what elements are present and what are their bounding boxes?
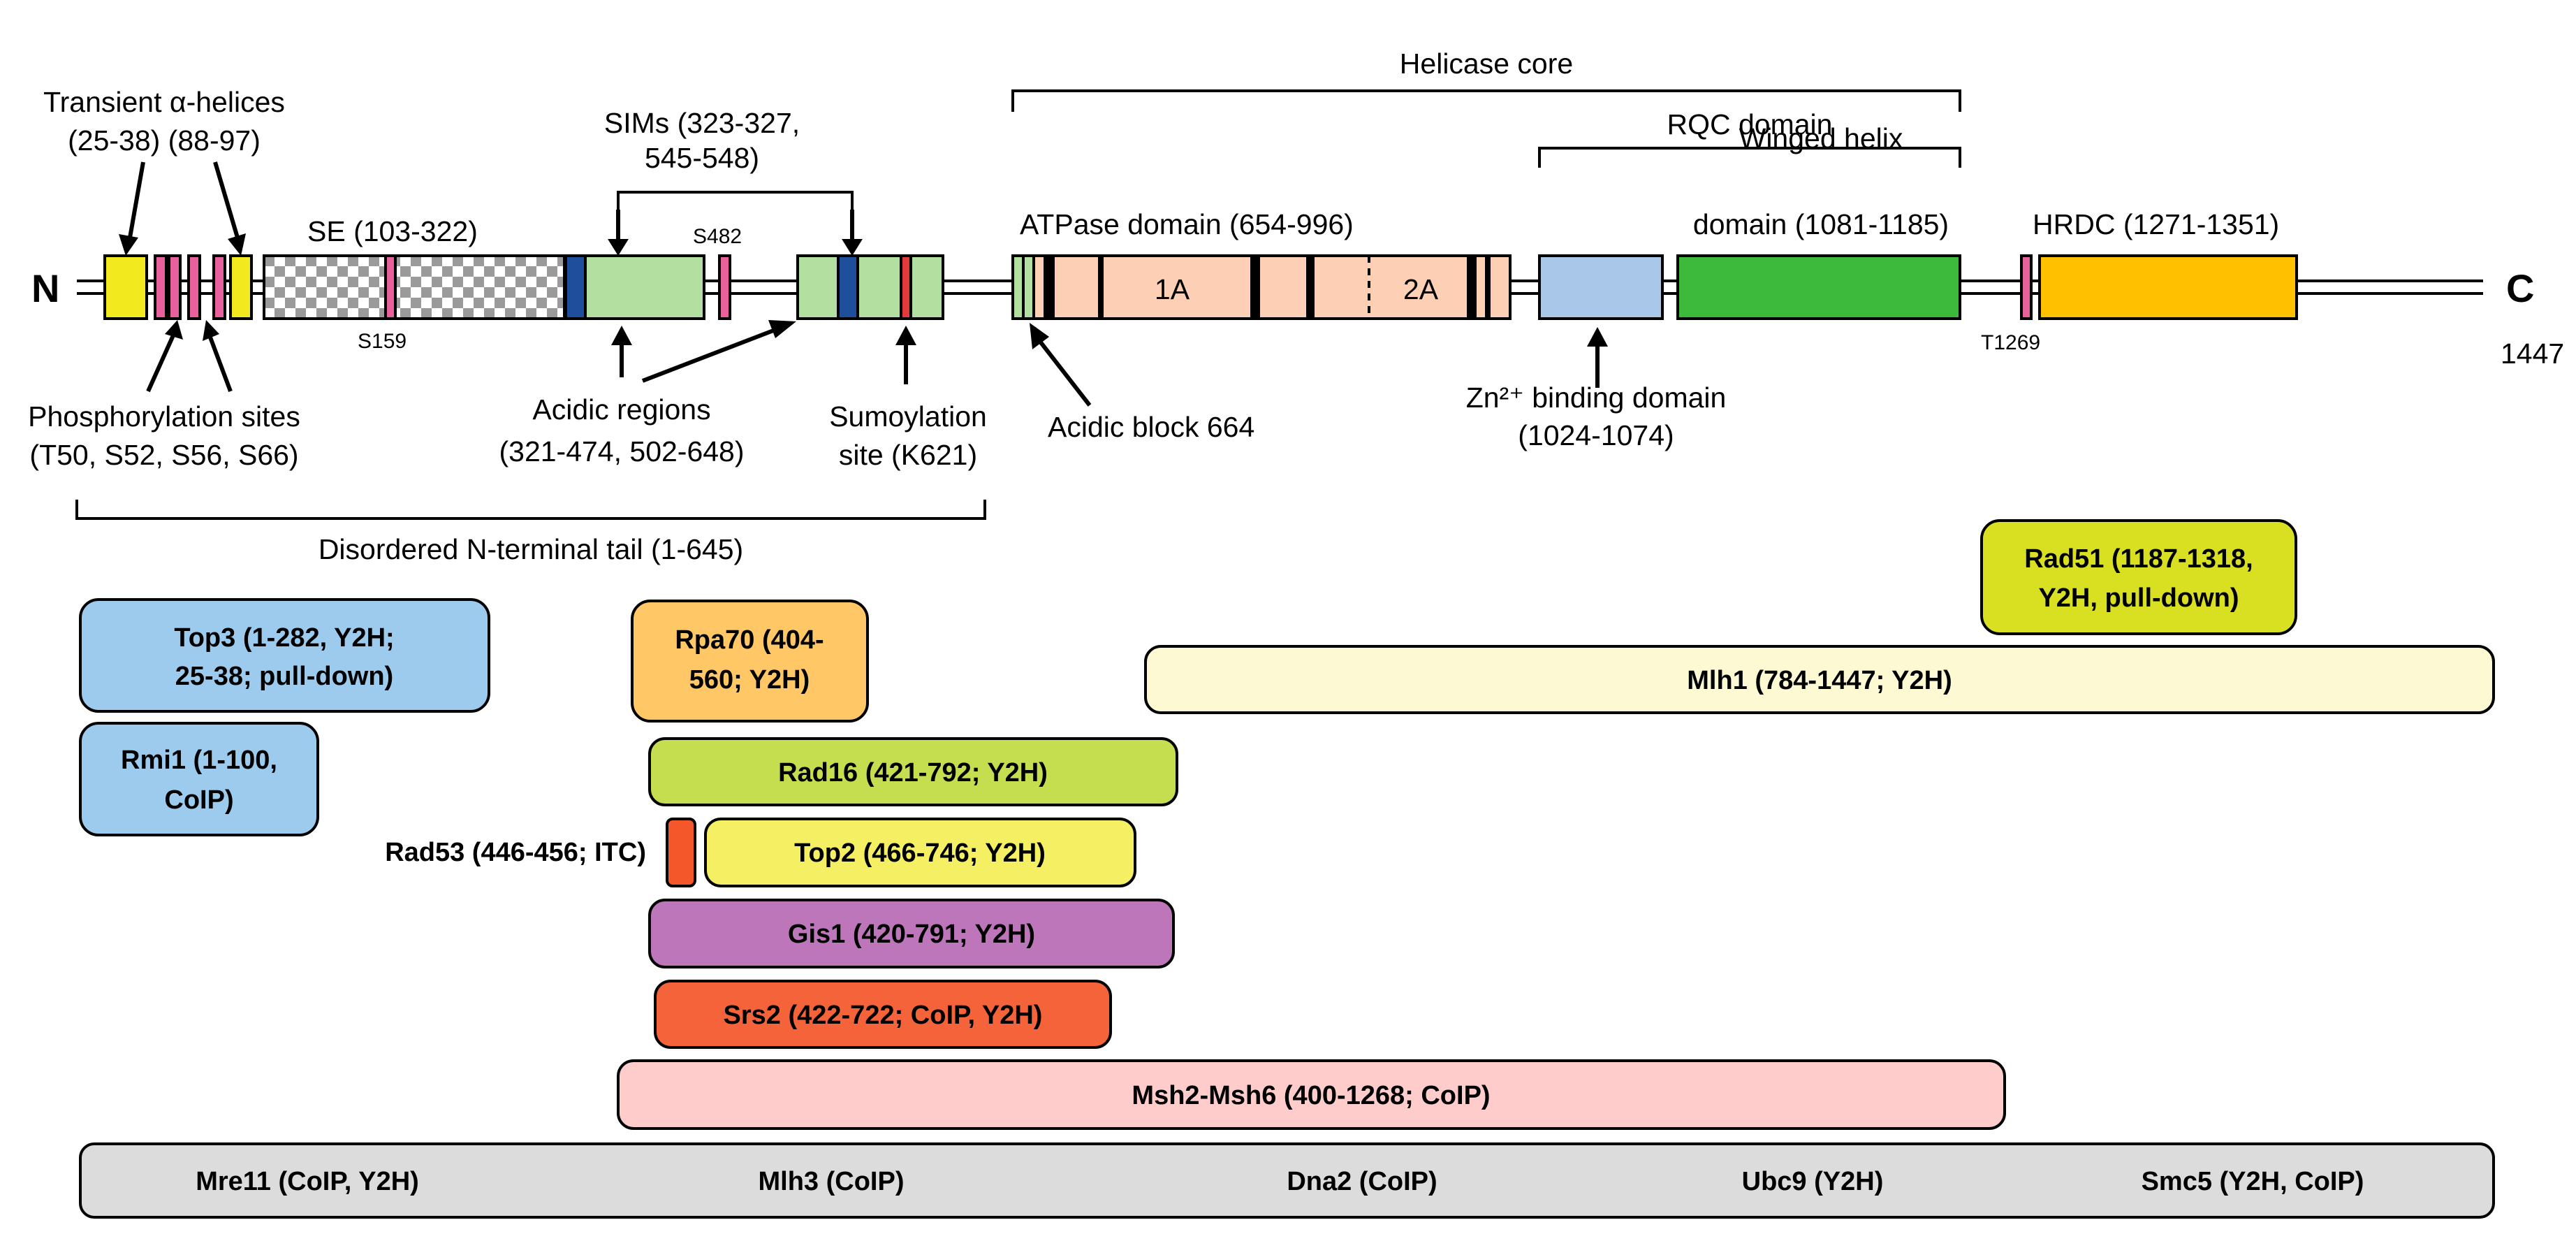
s159-label: S159 [358,330,407,353]
bottom-item-ubc9: Ubc9 (Y2H) [1742,1167,1884,1196]
helices-label-line1: Transient α-helices [43,86,285,118]
sumo-label-line2: site (K621) [839,439,977,471]
rqc-domain-bracket [1538,147,1961,168]
disordered-tail-bracket [75,500,986,520]
gis1-label: Gis1 (420-791; Y2H) [788,920,1035,949]
top3-label-line1: Top3 (1-282, Y2H; [174,623,394,653]
phospho-site-s56 [187,254,201,320]
s482-label: S482 [693,225,742,248]
phospho-site-s159 [384,254,397,320]
interactor-gis1: Gis1 (420-791; Y2H) [648,899,1175,968]
interactor-rad16: Rad16 (421-792; Y2H) [648,737,1178,806]
acidic-label-line2: (321-474, 502-648) [499,435,744,467]
interactor-srs2: Srs2 (422-722; CoIP, Y2H) [654,980,1112,1049]
sim-2 [837,254,859,320]
hrdc-domain [2038,254,2298,320]
rad51-label-line2: Y2H, pull-down) [2038,583,2239,613]
zinc-binding-domain [1538,254,1664,320]
sumo-label-line1: Sumoylation [829,400,987,433]
interactor-mlh1: Mlh1 (784-1447; Y2H) [1144,645,2495,714]
c-terminus-label: C [2506,266,2534,310]
rmi1-label-line1: Rmi1 (1-100, [121,746,277,775]
zinc-arrow [1587,327,1608,388]
sims-label-line2: 545-548) [645,142,759,174]
helicase-core-bracket [1011,89,1961,112]
phospho-site-t1269 [2020,254,2033,320]
helix-arrows [119,161,246,256]
winged-helix-label-line2: domain (1081-1185) [1693,208,1949,240]
bottom-item-mre11: Mre11 (CoIP, Y2H) [196,1167,419,1196]
helix-1 [103,254,148,320]
sim-1 [564,254,587,320]
acidic-region-2 [796,254,944,320]
phospho-site-s482 [718,254,731,320]
phospho-label-line1: Phosphorylation sites [28,400,300,433]
hrdc-label: HRDC (1271-1351) [2033,208,2279,240]
atpase-2a-label: 2A [1403,273,1439,305]
interactor-msh2-msh6: Msh2-Msh6 (400-1268; CoIP) [617,1059,2006,1130]
bottom-item-smc5: Smc5 (Y2H, CoIP) [2142,1167,2364,1196]
bottom-item-mlh3: Mlh3 (CoIP) [759,1167,905,1196]
phospho-label-line2: (T50, S52, S56, S66) [29,439,298,471]
acidic-block-label: Acidic block 664 [1048,411,1254,443]
interactor-rad53: Rad53 (446-456; ITC) [385,818,696,887]
acidic-block-arrow [1030,323,1092,407]
protein-length-label: 1447 [2501,338,2564,370]
interactor-top2: Top2 (466-746; Y2H) [704,818,1136,887]
n-terminal-helix-region [103,254,253,320]
atpase-1a-label: 1A [1155,273,1190,305]
msh2-msh6-label: Msh2-Msh6 (400-1268; CoIP) [1132,1081,1490,1110]
winged-helix-domain [1676,254,1961,320]
srs2-label: Srs2 (422-722; CoIP, Y2H) [724,1001,1043,1030]
zinc-label-line2: (1024-1074) [1518,419,1674,451]
rad51-label-line1: Rad51 (1187-1318, [2024,544,2253,574]
sims-bracket [608,191,863,256]
zinc-label-line1: Zn²⁺ binding domain [1466,382,1727,414]
interactor-rmi1: Rmi1 (1-100, CoIP) [79,722,319,836]
rmi1-label-line2: CoIP) [164,785,233,815]
mlh1-label: Mlh1 (784-1447; Y2H) [1687,666,1952,695]
rpa70-label-line1: Rpa70 (404- [675,625,824,655]
atpase-domain-label: ATPase domain (654-996) [1020,208,1354,240]
acidic-arrows [611,320,796,383]
top2-label: Top2 (466-746; Y2H) [794,839,1046,868]
sumoylation-site [900,254,912,320]
se-label: SE (103-322) [307,215,478,247]
sims-label-line1: SIMs (323-327, [604,107,800,139]
acidic-label-line1: Acidic regions [532,393,710,426]
helix-2 [229,254,253,320]
rqc-domain-label: RQC domain [1667,108,1833,140]
phospho-arrows [146,320,233,393]
helices-label-line2: (25-38) (88-97) [68,124,261,157]
phospho-site-s66 [212,254,226,320]
interactor-rpa70: Rpa70 (404- 560; Y2H) [631,600,869,723]
n-terminus-label: N [31,266,59,310]
se-region [263,254,566,320]
phospho-site-t50 [154,254,168,320]
rad53-label: Rad53 (446-456; ITC) [385,838,646,867]
disordered-tail-label: Disordered N-terminal tail (1-645) [319,533,743,565]
full-length-interactors-bar: Mre11 (CoIP, Y2H) Mlh3 (CoIP) Dna2 (CoIP… [79,1142,2495,1219]
phospho-site-s52 [168,254,182,320]
rpa70-label-line2: 560; Y2H) [689,665,810,695]
atpase-domain [1011,254,1512,320]
top3-label-line2: 25-38; pull-down) [175,662,393,691]
rad16-label: Rad16 (421-792; Y2H) [778,758,1048,788]
bottom-item-dna2: Dna2 (CoIP) [1287,1167,1437,1196]
helicase-core-label: Helicase core [1400,48,1573,80]
interactor-top3: Top3 (1-282, Y2H; 25-38; pull-down) [79,598,490,713]
interactor-rad51: Rad51 (1187-1318, Y2H, pull-down) [1980,519,2297,635]
sumo-arrow [895,326,916,384]
t1269-label: T1269 [1981,331,2040,354]
